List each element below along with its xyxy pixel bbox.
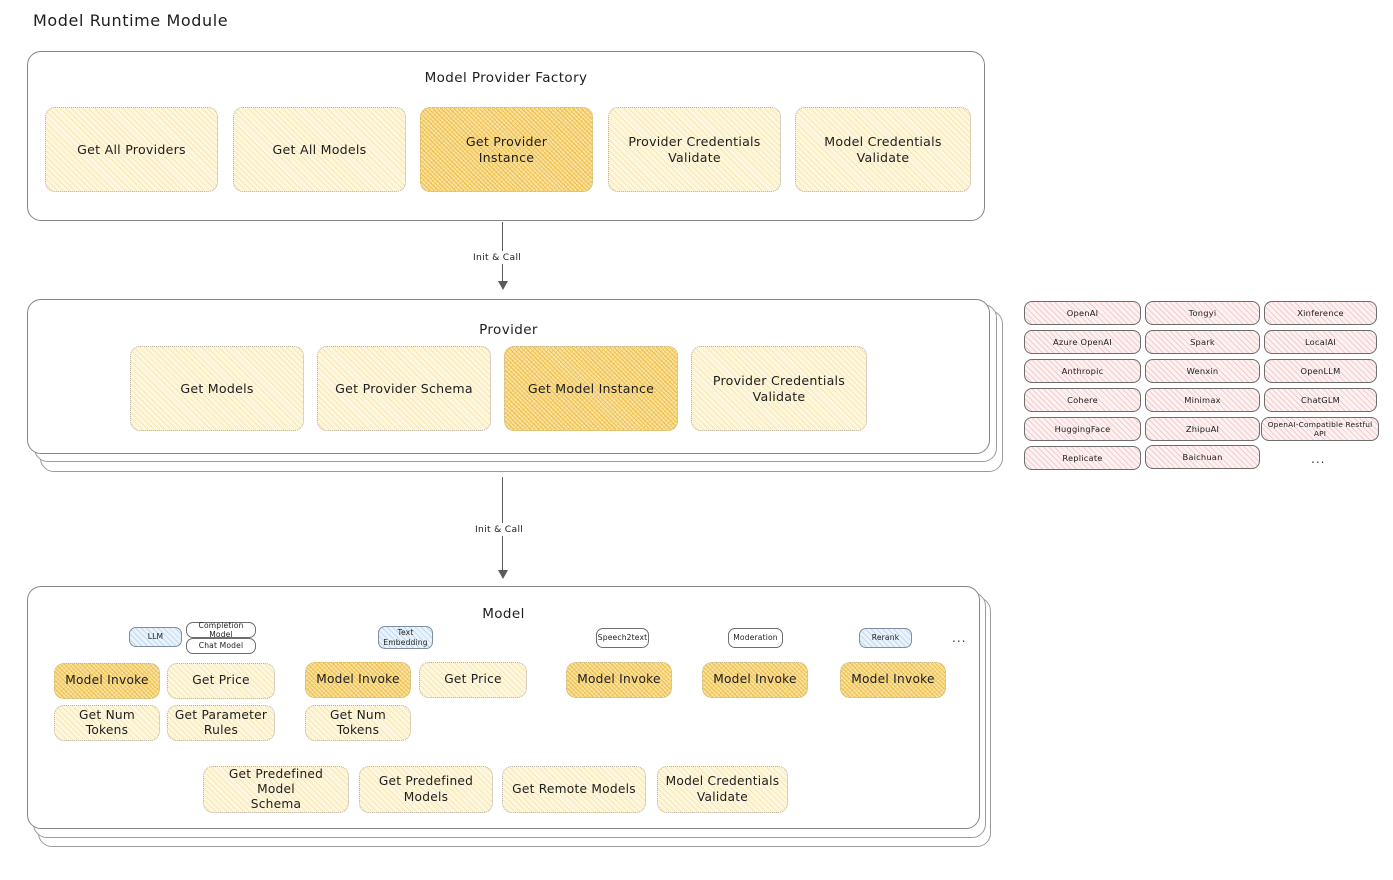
- provider-chip-minimax[interactable]: Minimax: [1145, 388, 1260, 412]
- provider-chip-replicate[interactable]: Replicate: [1024, 446, 1141, 470]
- provider-chip-openllm[interactable]: OpenLLM: [1264, 359, 1377, 383]
- model-type-badge-text-embedding[interactable]: Text Embedding: [378, 626, 433, 649]
- card-rerank-model-invoke[interactable]: Model Invoke: [840, 662, 946, 698]
- card-get-model-instance[interactable]: Get Model Instance: [504, 346, 678, 431]
- provider-chip-spark[interactable]: Spark: [1145, 330, 1260, 354]
- provider-chip-chatglm[interactable]: ChatGLM: [1264, 388, 1377, 412]
- card-get-all-providers[interactable]: Get All Providers: [45, 107, 218, 192]
- arrow-label-provider-to-model: Init & Call: [471, 523, 528, 536]
- card-provider-credentials-validate[interactable]: Provider Credentials Validate: [608, 107, 781, 192]
- provider-list-ellipsis: ...: [1311, 452, 1326, 466]
- card-speech2text-model-invoke[interactable]: Model Invoke: [566, 662, 672, 698]
- provider-chip-cohere[interactable]: Cohere: [1024, 388, 1141, 412]
- arrow-label-factory-to-provider: Init & Call: [469, 251, 526, 264]
- card-get-remote-models[interactable]: Get Remote Models: [502, 766, 646, 813]
- provider-chip-zhipuai[interactable]: ZhipuAI: [1145, 417, 1260, 441]
- provider-chip-localai[interactable]: LocalAI: [1264, 330, 1377, 354]
- provider-chip-baichuan[interactable]: Baichuan: [1145, 445, 1260, 469]
- card-text-embedding-get-price[interactable]: Get Price: [419, 662, 527, 698]
- model-types-ellipsis: ...: [952, 631, 967, 645]
- model-subtype-badge-chat-model[interactable]: Chat Model: [186, 638, 256, 654]
- provider-chip-openai[interactable]: OpenAI: [1024, 301, 1141, 325]
- provider-chip-wenxin[interactable]: Wenxin: [1145, 359, 1260, 383]
- card-get-provider-schema[interactable]: Get Provider Schema: [317, 346, 491, 431]
- provider-chip-tongyi[interactable]: Tongyi: [1145, 301, 1260, 325]
- card-provider-credentials-validate-2[interactable]: Provider Credentials Validate: [691, 346, 867, 431]
- card-get-provider-instance[interactable]: Get Provider Instance: [420, 107, 593, 192]
- panel-title-model-provider-factory: Model Provider Factory: [424, 70, 588, 86]
- card-get-predefined-models[interactable]: Get Predefined Models: [359, 766, 493, 813]
- model-subtype-badge-completion-model[interactable]: Completion Model: [186, 621, 256, 639]
- model-type-badge-speech2text[interactable]: Speech2text: [596, 628, 649, 648]
- panel-title-model: Model: [482, 606, 525, 622]
- provider-chip-xinference[interactable]: Xinference: [1264, 301, 1377, 325]
- card-get-models[interactable]: Get Models: [130, 346, 304, 431]
- provider-chip-anthropic[interactable]: Anthropic: [1024, 359, 1141, 383]
- card-text-embedding-get-num-tokens[interactable]: Get Num Tokens: [305, 705, 411, 741]
- provider-chip-azure-openai[interactable]: Azure OpenAI: [1024, 330, 1141, 354]
- arrow-factory-to-provider-head: [498, 281, 508, 290]
- card-llm-model-invoke[interactable]: Model Invoke: [54, 663, 160, 699]
- card-get-predefined-model-schema[interactable]: Get Predefined Model Schema: [203, 766, 349, 813]
- card-moderation-model-invoke[interactable]: Model Invoke: [702, 662, 808, 698]
- model-type-badge-moderation[interactable]: Moderation: [728, 628, 783, 648]
- model-type-badge-rerank[interactable]: Rerank: [859, 628, 912, 648]
- panel-title-provider: Provider: [479, 322, 538, 338]
- card-llm-get-price[interactable]: Get Price: [167, 663, 275, 699]
- provider-chip-openai-compatible-restful-api[interactable]: OpenAI-Compatible Restful API: [1261, 417, 1379, 441]
- page-title: Model Runtime Module: [33, 11, 229, 30]
- arrow-provider-to-model-head: [498, 570, 508, 579]
- card-get-all-models[interactable]: Get All Models: [233, 107, 406, 192]
- card-text-embedding-model-invoke[interactable]: Model Invoke: [305, 662, 411, 698]
- card-model-credentials-validate[interactable]: Model Credentials Validate: [795, 107, 971, 192]
- card-llm-get-num-tokens[interactable]: Get Num Tokens: [54, 705, 160, 741]
- provider-chip-huggingface[interactable]: HuggingFace: [1024, 417, 1141, 441]
- card-model-credentials-validate-3[interactable]: Model Credentials Validate: [657, 766, 788, 813]
- model-type-badge-llm[interactable]: LLM: [129, 627, 182, 647]
- card-llm-get-parameter-rules[interactable]: Get Parameter Rules: [167, 705, 275, 741]
